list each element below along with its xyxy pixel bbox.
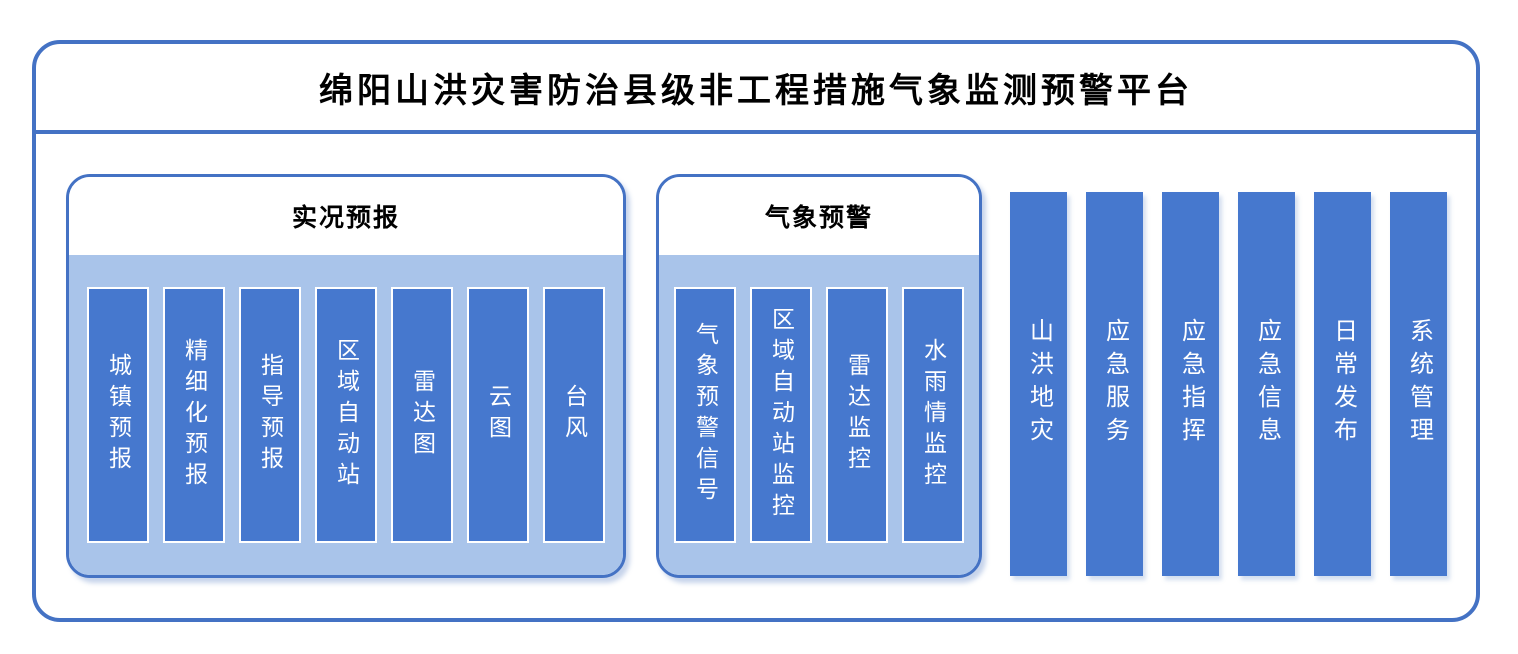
module-pillar: 应急指挥	[1162, 192, 1219, 576]
panel-body: 城镇预报 精细化预报 指导预报 区域自动站 雷达图 云图台风	[69, 255, 623, 575]
panel-body: 气象预警信号 区域自动站监控 雷达监控 水雨情监控	[659, 255, 979, 575]
module-pillar: 应急服务	[1086, 192, 1143, 576]
module-bar-label: 精细化预报	[181, 337, 208, 493]
panel-title: 实况预报	[69, 177, 623, 255]
platform-frame: 绵阳山洪灾害防治县级非工程措施气象监测预警平台 实况预报城镇预报 精细化预报 指导预…	[32, 40, 1480, 622]
module-bar: 雷达图	[391, 287, 453, 543]
module-bar-label: 指导预报	[257, 353, 284, 477]
module-pillar: 山洪地灾	[1010, 192, 1067, 576]
module-bar: 指导预报	[239, 287, 301, 543]
standalone-modules: 山洪地灾 应急服务 应急指挥 应急信息 日常发布 系统管理	[1010, 192, 1447, 576]
module-pillar-label: 应急指挥	[1177, 318, 1205, 450]
module-bar-label: 云图	[485, 384, 512, 446]
module-bar-label: 城镇预报	[105, 353, 132, 477]
module-pillar-label: 日常发布	[1329, 318, 1357, 450]
module-bar-label: 雷达监控	[844, 353, 871, 477]
module-pillar-label: 山洪地灾	[1025, 318, 1053, 450]
module-bar-label: 气象预警信号	[692, 322, 719, 508]
module-bar-label: 水雨情监控	[920, 337, 947, 493]
module-bar-label: 雷达图	[409, 368, 436, 462]
module-pillar-label: 应急信息	[1253, 318, 1281, 450]
module-bar-label: 区域自动站	[333, 337, 360, 493]
module-bar-label: 台风	[561, 384, 588, 446]
page-title: 绵阳山洪灾害防治县级非工程措施气象监测预警平台	[319, 71, 1193, 110]
module-pillar: 日常发布	[1314, 192, 1371, 576]
module-bar: 气象预警信号	[674, 287, 736, 543]
module-bar: 城镇预报	[87, 287, 149, 543]
panel-title: 气象预警	[659, 177, 979, 255]
panel-weather-warning: 气象预警气象预警信号 区域自动站监控 雷达监控 水雨情监控	[656, 174, 982, 578]
content-area: 实况预报城镇预报 精细化预报 指导预报 区域自动站 雷达图 云图台风 气象预警气象预警信号 区…	[36, 134, 1476, 614]
module-bar: 云图	[467, 287, 529, 543]
module-bar-label: 区域自动站监控	[768, 306, 795, 524]
module-bar: 雷达监控	[826, 287, 888, 543]
module-pillar: 系统管理	[1390, 192, 1447, 576]
title-bar: 绵阳山洪灾害防治县级非工程措施气象监测预警平台	[36, 44, 1476, 134]
module-pillar: 应急信息	[1238, 192, 1295, 576]
module-bar: 台风	[543, 287, 605, 543]
module-pillar-label: 系统管理	[1405, 318, 1433, 450]
module-bar: 区域自动站监控	[750, 287, 812, 543]
module-bar: 区域自动站	[315, 287, 377, 543]
module-pillar-label: 应急服务	[1101, 318, 1129, 450]
module-bar: 精细化预报	[163, 287, 225, 543]
panel-live-forecast: 实况预报城镇预报 精细化预报 指导预报 区域自动站 雷达图 云图台风	[66, 174, 626, 578]
module-bar: 水雨情监控	[902, 287, 964, 543]
